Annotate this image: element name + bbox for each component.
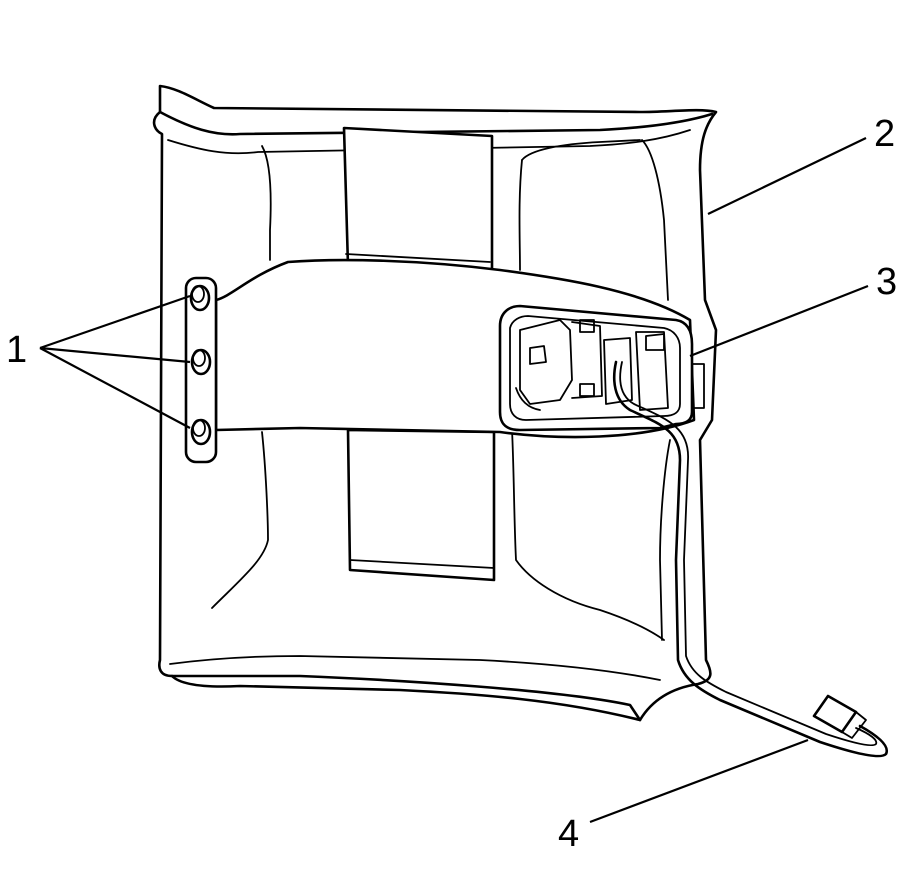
leader-3 [689,284,869,358]
lower-window-inner [349,559,495,569]
top-inner-edge [167,129,691,155]
right-lower-contour [659,439,671,641]
callout-3-label: 3 [876,261,897,303]
fastener-lower [190,418,212,446]
right-upper-contour [641,139,669,301]
leader-1-lower [39,347,191,429]
bottom-inner-edge [169,655,661,681]
wiring-harness-inner [619,361,878,747]
harness-connector [812,694,867,739]
leader-1-upper [39,294,191,350]
upper-window-panel [342,126,494,278]
right-lower-inner [511,429,665,641]
fastener-middle [190,348,212,376]
bottom-rolled-edge [170,674,642,722]
top-rolled-edge [158,110,714,136]
leader-2 [707,137,867,215]
right-upper-inner2 [518,159,523,271]
upper-window-inner [345,253,491,263]
callout-4-label: 4 [558,813,579,855]
left-lower-contour [211,431,269,609]
interior-module-assembly [498,304,705,432]
left-inner-contour [261,145,272,261]
leader-1-middle [39,346,191,364]
leader-4 [589,738,809,824]
callout-1-label: 1 [6,329,27,371]
callout-2-label: 2 [874,113,895,155]
right-upper-inner [521,139,641,161]
fastener-upper [189,284,211,312]
wiring-harness [612,360,889,758]
lower-window-panel [346,428,496,582]
